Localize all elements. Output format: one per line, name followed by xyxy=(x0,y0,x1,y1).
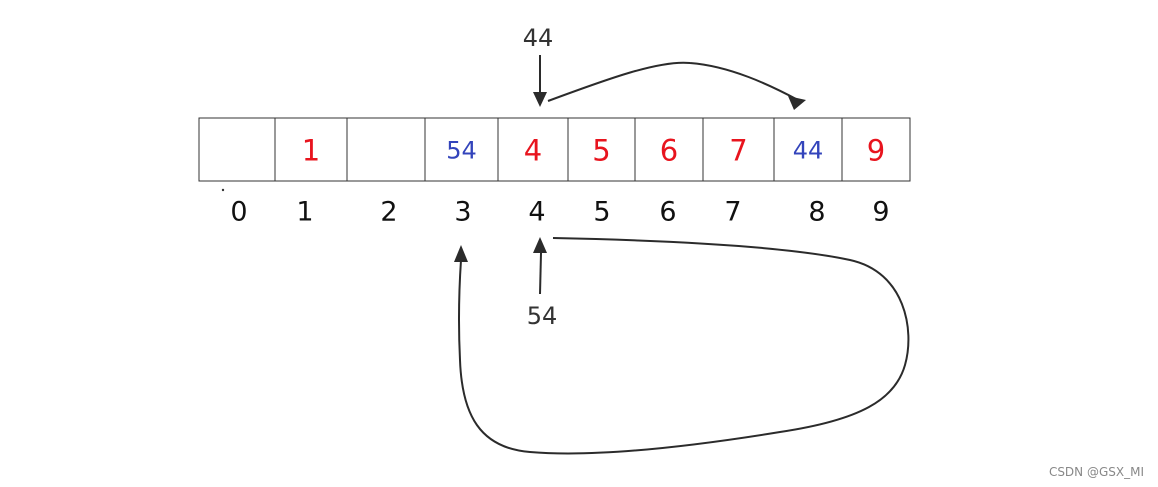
relocate-loop-arrowhead-3 xyxy=(454,245,468,262)
array-cell-value-8: 44 xyxy=(793,137,824,165)
array-cell-0 xyxy=(198,117,276,182)
array-index-1: 1 xyxy=(296,197,313,228)
array-index-5: 5 xyxy=(593,197,610,228)
array-index-3: 3 xyxy=(454,197,471,228)
array-cell-6 xyxy=(634,117,704,182)
bottom-pointer-up-arrow xyxy=(539,252,542,295)
array-indices: 0 1 2 3 4 5 6 7 8 9 xyxy=(230,197,889,228)
array-cell-4 xyxy=(497,117,569,182)
stray-dot xyxy=(221,188,225,192)
top-pointer-arrowhead xyxy=(533,92,547,107)
bottom-pointer-label: 54 xyxy=(527,302,558,330)
array-index-9: 9 xyxy=(872,197,889,228)
relocate-arrowhead-8 xyxy=(788,96,806,110)
array-cell-1 xyxy=(274,117,348,182)
array-cell-5 xyxy=(567,117,636,182)
array-cells: 1 54 4 5 6 7 44 9 xyxy=(198,117,911,182)
array-index-6: 6 xyxy=(659,197,676,228)
array-cell-value-7: 7 xyxy=(729,134,747,168)
bottom-pointer-arrowhead xyxy=(533,237,547,253)
relocate-loop-4-to-3 xyxy=(457,237,910,455)
array-index-2: 2 xyxy=(380,197,397,228)
array-index-4: 4 xyxy=(528,197,545,228)
watermark: CSDN @GSX_MI xyxy=(1048,465,1144,479)
array-cell-7 xyxy=(702,117,775,182)
top-pointer-label: 44 xyxy=(523,24,554,52)
array-cell-9 xyxy=(841,117,911,182)
relocate-arrow-4-to-8 xyxy=(547,61,799,102)
array-cell-value-6: 6 xyxy=(660,134,678,168)
array-cell-8 xyxy=(773,117,843,182)
array-cell-value-5: 5 xyxy=(592,134,610,168)
array-cell-2 xyxy=(346,117,426,182)
array-index-8: 8 xyxy=(808,197,825,228)
array-index-7: 7 xyxy=(724,197,741,228)
array-index-0: 0 xyxy=(230,197,247,228)
array-cell-3 xyxy=(424,117,499,182)
array-cell-value-3: 54 xyxy=(446,137,477,165)
array-cell-value-4: 4 xyxy=(524,134,542,168)
array-cell-value-9: 9 xyxy=(867,134,885,168)
array-cell-value-1: 1 xyxy=(302,134,320,168)
